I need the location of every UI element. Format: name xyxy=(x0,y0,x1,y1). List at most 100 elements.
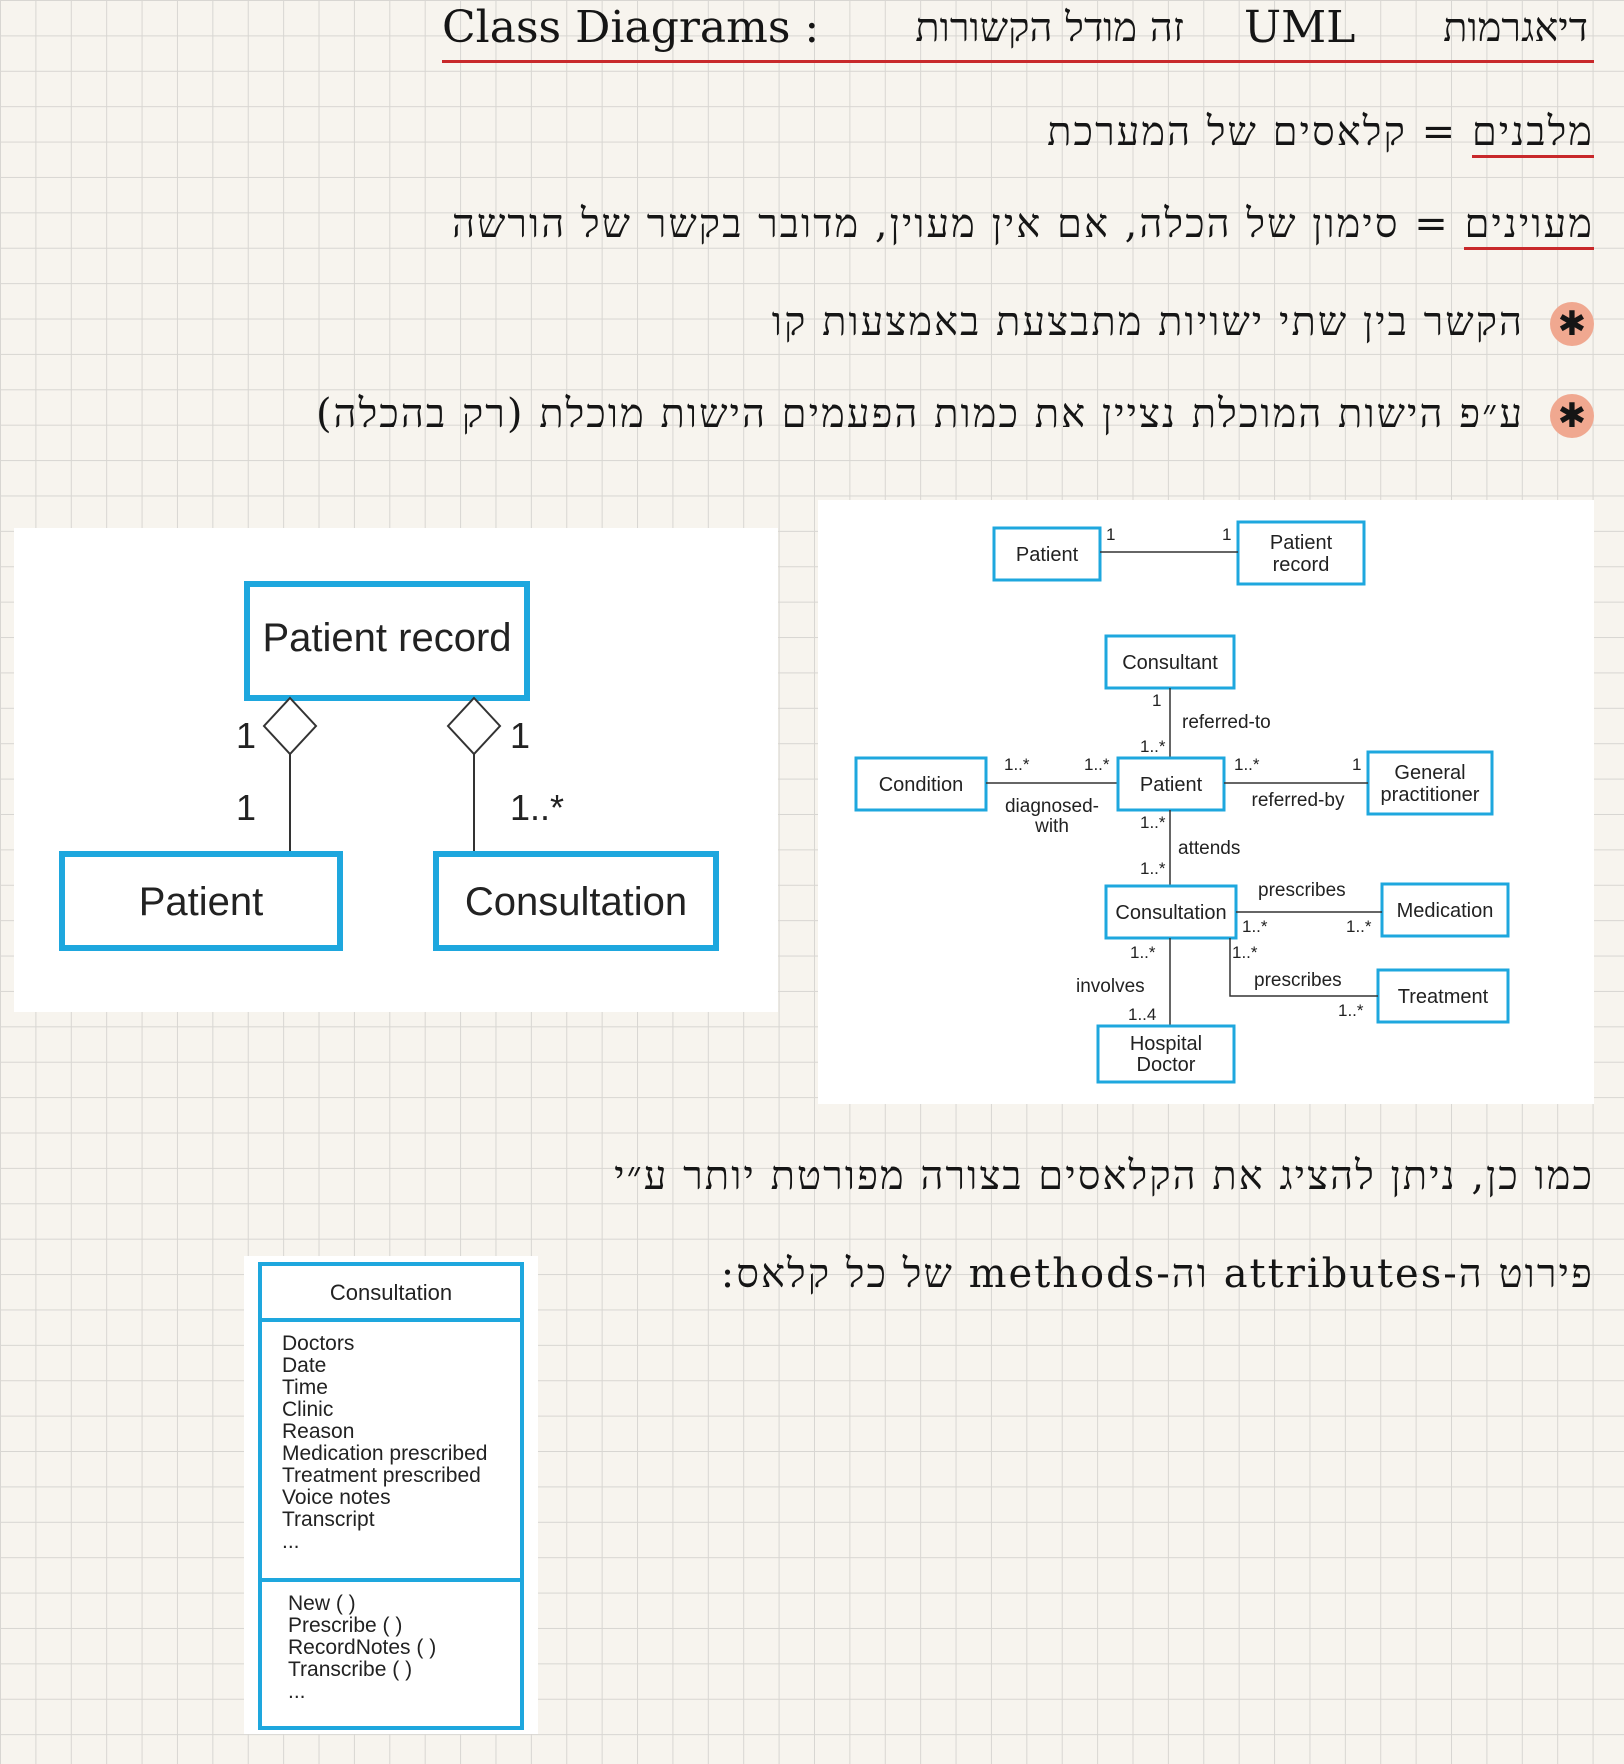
class-box-patient-record xyxy=(244,581,530,701)
title-underline xyxy=(442,0,1594,63)
assoc-label-prescribes-1: prescribes xyxy=(1258,880,1346,901)
mult-med-left: 1..* xyxy=(1242,917,1268,936)
mult-cond-left: 1..* xyxy=(1004,755,1030,774)
mult-med-right: 1..* xyxy=(1346,917,1372,936)
class-label-consultation: Consultation xyxy=(465,880,687,924)
mult-right-top: 1 xyxy=(510,715,530,756)
association-diagram-panel: Patient Patient record 1 1 Consultant 1 … xyxy=(818,500,1594,1104)
note-diamonds-text: = סימון של הכלה, אם אין מעוין, מדובר בקש… xyxy=(452,201,1450,247)
class-label-patient-record-2: record xyxy=(1273,554,1330,576)
assoc-label-diagnosed: diagnosed- xyxy=(1005,796,1099,817)
assoc-label-referred-by: referred-by xyxy=(1252,790,1345,811)
class-label-hospital-doctor-2: Doctor xyxy=(1137,1054,1196,1076)
star-bullet-icon: ✱ xyxy=(1550,302,1594,346)
class-method: New ( ) xyxy=(288,1592,356,1615)
assoc-label-prescribes-2: prescribes xyxy=(1254,970,1342,991)
class-box-patient-top xyxy=(992,526,1102,582)
mult-treat-left: 1..* xyxy=(1232,943,1258,962)
mult-left-top: 1 xyxy=(236,715,256,756)
class-box-consultant xyxy=(1104,634,1236,690)
aggregation-diamond-left xyxy=(262,696,318,756)
title-uml: UML xyxy=(1244,2,1356,53)
note-attr-mid: וה- xyxy=(1156,1251,1209,1297)
class-attribute: Date xyxy=(282,1354,326,1377)
title-hebrew-start: דיאגרמות xyxy=(1443,5,1588,51)
class-method: RecordNotes ( ) xyxy=(288,1636,436,1659)
note-line-multiplicity: ע״פ הישות המוכלת נציין את כמות הפעמים הי… xyxy=(315,391,1524,437)
note-attr-prefix: פירוט ה- xyxy=(1443,1251,1594,1297)
assoc-label-attends: attends xyxy=(1178,838,1240,859)
class-box-treatment xyxy=(1376,968,1510,1024)
term-rectangles: מלבנים xyxy=(1471,109,1594,158)
class-label-medication: Medication xyxy=(1397,900,1494,922)
class-attribute: Transcript xyxy=(282,1508,375,1531)
aggregation-diamond-right xyxy=(446,696,502,756)
mult-gp-right: 1 xyxy=(1352,755,1361,774)
class-attribute: Medication prescribed xyxy=(282,1442,487,1465)
note-line-connection: הקשר בין שתי ישויות מתבצעת באמצעות קו xyxy=(771,299,1524,345)
class-box-medication xyxy=(1380,882,1510,938)
class-attribute: Treatment prescribed xyxy=(282,1464,481,1487)
class-attribute: Time xyxy=(282,1376,328,1399)
mult-att-bottom: 1..* xyxy=(1140,859,1166,878)
class-label-patient: Patient xyxy=(139,880,264,924)
mult-inv-top: 1..* xyxy=(1130,943,1156,962)
aggregation-diagram-panel: Patient record 1 1 1 1..* Patient Consul… xyxy=(14,528,778,1012)
assoc-line-prescribes-treatment xyxy=(1229,938,1378,997)
note-line-attributes: פירוט ה-attributes וה-methods של כל קלאס… xyxy=(721,1250,1594,1297)
assoc-label-with: with xyxy=(1034,816,1069,837)
class-attribute: Voice notes xyxy=(282,1486,391,1509)
class-label-patient-record: Patient record xyxy=(262,616,511,660)
mult-cond-right: 1..* xyxy=(1084,755,1110,774)
star-bullet-icon: ✱ xyxy=(1550,394,1594,438)
class-label-patient: Patient xyxy=(1140,774,1203,796)
mult-pr-left: 1 xyxy=(1106,525,1115,544)
class-box-consultation xyxy=(433,851,719,951)
class-label-consultant: Consultant xyxy=(1122,652,1218,674)
assoc-label-referred-to: referred-to xyxy=(1182,712,1271,733)
class-label-consultation: Consultation xyxy=(1115,902,1226,924)
class-detail-box xyxy=(258,1262,524,1730)
class-method: Prescribe ( ) xyxy=(288,1614,402,1637)
mult-gp-left: 1..* xyxy=(1234,755,1260,774)
note-line-diamonds: מעוינים = סימון של הכלה, אם אין מעוין, מ… xyxy=(452,200,1594,250)
class-box-condition xyxy=(854,756,988,812)
mult-rt-top: 1 xyxy=(1152,691,1161,710)
class-attribute: Reason xyxy=(282,1420,354,1443)
class-label-condition: Condition xyxy=(879,774,964,796)
title-hebrew-middle: זה מודל הקשורות xyxy=(915,5,1184,51)
class-attribute: Clinic xyxy=(282,1398,333,1421)
mult-treat-right: 1..* xyxy=(1338,1001,1364,1020)
class-detail-methods: New ( )Prescribe ( )RecordNotes ( )Trans… xyxy=(288,1592,436,1703)
mult-pr-right: 1 xyxy=(1222,525,1231,544)
class-label-patient-record-1: Patient xyxy=(1270,532,1333,554)
note-attr-suffix: של כל קלאס: xyxy=(720,1251,954,1297)
title-english: Class Diagrams : xyxy=(442,2,820,53)
mult-inv-bottom: 1..4 xyxy=(1128,1005,1156,1024)
class-detail-diagram: Consultation DoctorsDateTimeClinicReason… xyxy=(258,1262,524,1730)
class-box-patient-record xyxy=(1236,520,1366,586)
class-label-gp-2: practitioner xyxy=(1381,784,1480,806)
class-box-patient xyxy=(59,851,343,951)
note-attributes-word: attributes xyxy=(1223,1251,1444,1297)
class-box-hospital-doctor xyxy=(1096,1024,1236,1084)
mult-left-bottom: 1 xyxy=(236,787,256,828)
class-detail-name: Consultation xyxy=(330,1280,452,1305)
note-rectangles-text: = קלאסים של המערכת xyxy=(1047,109,1458,155)
class-label-gp-1: General xyxy=(1394,762,1465,784)
aggregation-diagram: Patient record 1 1 1 1..* Patient Consul… xyxy=(59,581,719,951)
assoc-label-involves: involves xyxy=(1076,976,1145,997)
term-diamonds: מעוינים xyxy=(1464,201,1594,250)
class-attribute: ... xyxy=(282,1530,300,1553)
class-attribute: Doctors xyxy=(282,1332,354,1355)
mult-att-top: 1..* xyxy=(1140,813,1166,832)
class-box-consultation xyxy=(1104,884,1238,940)
note-methods-word: methods xyxy=(968,1251,1157,1297)
class-method: ... xyxy=(288,1680,306,1703)
association-diagram: Patient Patient record 1 1 Consultant 1 … xyxy=(854,520,1510,1084)
class-label-treatment: Treatment xyxy=(1398,986,1489,1008)
class-box-patient xyxy=(1116,756,1226,812)
class-label-hospital-doctor-1: Hospital xyxy=(1130,1033,1202,1055)
